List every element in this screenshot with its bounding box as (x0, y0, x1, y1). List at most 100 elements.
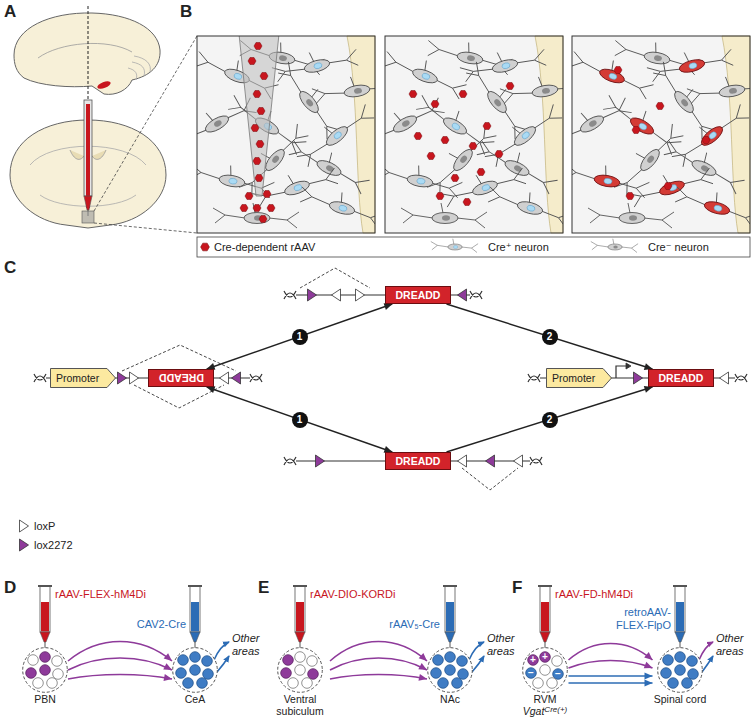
arrowhead (645, 680, 653, 687)
region-circle (172, 647, 218, 693)
panel-letter: A (4, 2, 16, 22)
region-label: CeA (185, 693, 205, 705)
neuron-cell (688, 669, 699, 680)
syringes (38, 586, 687, 648)
neuron-cell (288, 678, 299, 689)
arrowhead (163, 674, 172, 681)
connector (68, 658, 172, 670)
region-outline (428, 648, 473, 693)
connector-line (447, 304, 653, 369)
neuron-cell (202, 656, 213, 667)
label-row: NAc (427, 693, 473, 705)
label-row: VgatCre(+) (522, 705, 569, 717)
dreadd-box: DREADD (385, 286, 451, 304)
neuron-cell (457, 656, 468, 667)
dreadd-box: DREADD (385, 452, 451, 470)
legend-label: Cre-dependent rAAV (214, 240, 315, 254)
neuron-cell (183, 678, 194, 689)
vector-label: CAV2-Cre (137, 618, 186, 631)
neuron-cell (28, 655, 39, 666)
region-label: RVM (533, 693, 556, 705)
brain-region: PBN (22, 647, 68, 705)
neuron-cell (458, 669, 469, 680)
region-outline (278, 648, 323, 693)
arrowhead (644, 662, 653, 669)
region-circle (277, 647, 323, 693)
transgene-label: DREADD (396, 289, 441, 301)
label-row: CeA (172, 693, 218, 705)
neuron-cell (445, 652, 456, 663)
dreadd-box: DREADD (148, 369, 214, 387)
target-label: Other areas (716, 632, 752, 658)
connector-line (447, 387, 653, 452)
legend-box (197, 237, 750, 257)
neuron-cell (40, 665, 51, 676)
step-number: 1 (292, 412, 308, 428)
promoter-label: Promoter (56, 372, 99, 384)
region-circle (657, 647, 703, 693)
connector (569, 661, 653, 669)
label-row: Spinal cord (653, 693, 708, 705)
neuron-cell (40, 652, 51, 663)
connector (68, 674, 172, 681)
neuron-cell (53, 669, 64, 680)
neuron-cell (203, 669, 214, 680)
legend-label: Cre⁻ neuron (648, 240, 709, 254)
cell-sign: − (555, 669, 561, 679)
connector (330, 674, 427, 681)
vector-label: rAAV₅-Cre (389, 618, 440, 631)
promoter-box: Promoter (546, 368, 612, 388)
arrowhead (384, 303, 393, 310)
vector-label: rAAV-DIO-KORDi (310, 588, 395, 601)
region-outline (658, 648, 703, 693)
spread-frame (359, 36, 588, 233)
neuron-cell (52, 656, 63, 667)
connector (447, 386, 653, 452)
arrowhead (645, 673, 653, 680)
connector-line (207, 304, 393, 369)
promoter-outline (547, 369, 612, 388)
connector (569, 644, 653, 661)
legend-label: lox2272 (34, 538, 73, 552)
neuron-cell (552, 656, 563, 667)
arrowhead (418, 674, 427, 681)
panel-letter: D (4, 578, 16, 598)
neuron-cell (176, 668, 187, 679)
neuron-cell (547, 678, 558, 689)
step-number: 2 (542, 412, 558, 428)
panel-letter: B (180, 2, 192, 22)
coronal-brain (10, 36, 197, 233)
neuron-cell (452, 678, 463, 689)
promoter-outline (51, 369, 116, 388)
neuron-cell (302, 678, 313, 689)
target-label: Other areas (487, 632, 523, 658)
transgene-label: DREADD (396, 455, 441, 467)
cell-sign: + (542, 652, 548, 662)
promoter-label: Promoter (552, 372, 595, 384)
neuron-cell (675, 665, 686, 676)
dreadd-box: DREADD (648, 369, 714, 387)
neuron-cell (540, 665, 551, 676)
region-outline (173, 648, 218, 693)
neuron-cell (526, 668, 537, 679)
legend-label: loxP (34, 519, 55, 533)
neuron-cell (47, 678, 58, 689)
connector (569, 673, 653, 680)
brain-region: CeA (172, 647, 218, 705)
neuron-cell (431, 668, 442, 679)
neuron-cell (283, 655, 294, 666)
brain-region: Spinal cord (653, 647, 708, 705)
arrowhead (418, 663, 427, 670)
neuron-cell (668, 678, 679, 689)
projection-line (569, 682, 653, 684)
genotype-label: Cre(+) (544, 705, 567, 714)
neuron-cell (295, 652, 306, 663)
neuron-cell (553, 669, 564, 680)
sagittal-brain (14, 6, 160, 100)
connector (207, 303, 393, 369)
arrowhead (163, 663, 172, 670)
projection-line (330, 675, 427, 680)
target-label: Other areas (232, 632, 268, 658)
neuron-cell (178, 655, 189, 666)
